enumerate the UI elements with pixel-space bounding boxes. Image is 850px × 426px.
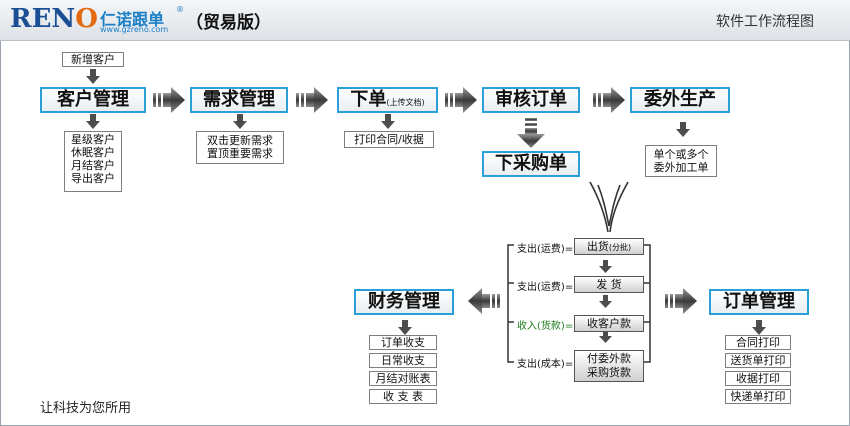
outsource-production-box[interactable]: 委外生产 [630,87,730,113]
order-management-box[interactable]: 订单管理 [709,289,809,315]
new-customer-box[interactable]: 新增客户 [62,52,124,67]
customer-management-box[interactable]: 客户管理 [40,87,146,113]
customer-sub-list: 星级客户 休眠客户 月结客户 导出客户 [64,131,122,192]
down-arrow-icon [398,320,412,335]
flow-title: 软件工作流程图 [716,14,814,30]
process-step-collect-payment[interactable]: 收客户款 [574,315,644,332]
process-step-deliver[interactable]: 发 货 [574,276,644,293]
right-arrow-icon [296,87,328,113]
outsource-sub-item[interactable]: 委外加工单 [653,161,709,174]
down-arrow-icon [676,122,690,137]
finance-item[interactable]: 订单收支 [369,335,437,350]
big-down-arrow-icon [517,118,545,148]
demand-sub-list: 双击更新需求 置顶重要需求 [196,131,284,164]
process-step-pay-line: 采购货款 [587,366,631,379]
registered-mark: ® [176,5,184,14]
customer-sub-item[interactable]: 休眠客户 [71,146,115,159]
finance-item[interactable]: 收 支 表 [369,389,437,404]
place-order-box[interactable]: 下单(上传文档) [337,87,438,113]
down-arrow-icons [86,69,766,343]
logo-chinese-name: 仁诺跟单 [100,10,165,29]
process-step-flow-label: 支出(成本)= [517,359,574,370]
down-arrow-icon [752,320,766,335]
edition-label: （贸易版） [186,13,271,33]
finance-management-box[interactable]: 财务管理 [354,289,454,315]
customer-sub-item[interactable]: 星级客户 [71,133,115,146]
footer-slogan: 让科技为您所用 [40,401,132,416]
purchase-order-box[interactable]: 下采购单 [482,151,580,177]
right-arrow-icons [153,87,697,314]
order-mgmt-item[interactable]: 快递单打印 [725,389,791,404]
customer-sub-item[interactable]: 月结客户 [71,159,115,172]
demand-sub-item[interactable]: 双击更新需求 [207,134,273,147]
order-mgmt-item[interactable]: 合同打印 [725,335,791,350]
outsource-sub-item[interactable]: 单个或多个 [653,148,709,161]
merge-chevron-icon [589,181,629,233]
process-step-ship[interactable]: 出货(分批) [574,238,644,255]
finance-item[interactable]: 月结对账表 [369,371,437,386]
place-order-label: 下单 [350,89,387,110]
left-arrow-icon [468,288,500,314]
finance-item[interactable]: 日常收支 [369,353,437,368]
process-step-pay-line: 付委外款 [587,352,631,365]
down-arrow-icon [233,114,247,129]
process-step-pay-suppliers[interactable]: 付委外款 采购货款 [574,350,644,382]
demand-sub-item[interactable]: 置顶重要需求 [207,147,273,160]
print-contract-box[interactable]: 打印合同/收据 [344,131,434,148]
down-arrow-icon [599,260,612,273]
header-bar: RENO 仁诺跟单 ® www.gzreno.com （贸易版） 软件工作流程图 [0,0,850,41]
right-arrow-icon [665,288,697,314]
process-bracket [507,244,651,363]
order-mgmt-item[interactable]: 送货单打印 [725,353,791,368]
right-arrow-icon [593,87,625,113]
review-order-box[interactable]: 审核订单 [482,87,580,113]
process-step-flow-label: 收入(货款)= [517,321,574,332]
right-arrow-icon [445,87,477,113]
down-arrow-icon [86,69,100,84]
customer-sub-item[interactable]: 导出客户 [71,172,115,185]
down-arrow-icon [599,295,612,308]
down-arrow-icon [381,114,395,129]
process-step-flow-label: 支出(运费)= [517,282,574,293]
demand-management-box[interactable]: 需求管理 [190,87,288,113]
down-arrow-icon [599,330,612,343]
order-mgmt-item[interactable]: 收据打印 [725,371,791,386]
process-step-flow-label: 支出(运费)= [517,244,574,255]
place-order-note: (上传文档) [386,98,425,107]
down-arrow-icon [86,114,100,129]
logo-url: www.gzreno.com [100,25,169,34]
outsource-sub-list: 单个或多个 委外加工单 [645,145,717,177]
right-arrow-icon [153,87,185,113]
logo-wordmark: RENO [10,4,98,34]
